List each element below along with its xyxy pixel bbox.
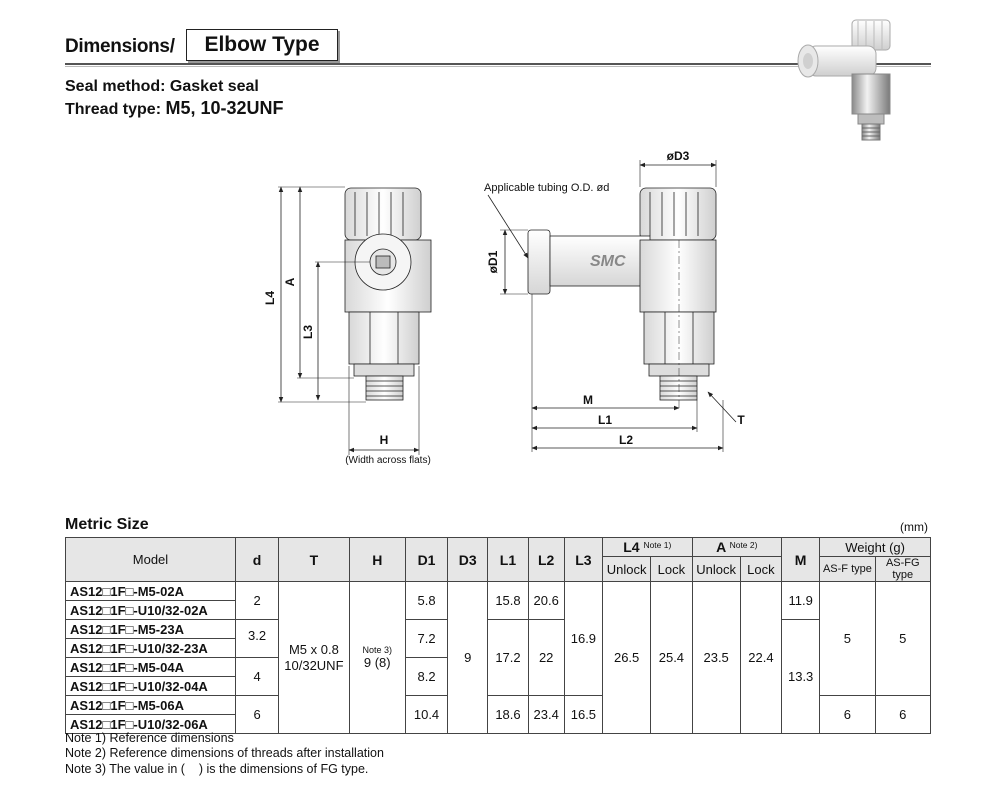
L4-unlock-cell: 26.5 xyxy=(601,581,652,734)
model-cell: AS12□1F□-U10/32-23A xyxy=(65,638,236,658)
label-tubing: Applicable tubing O.D. ød xyxy=(484,182,609,194)
M-cell: 13.3 xyxy=(781,619,821,734)
model-cell: AS12□1F□-M5-02A xyxy=(65,581,236,601)
model-cell: AS12□1F□-U10/32-02A xyxy=(65,600,236,620)
note-3: Note 3) The value in ( ) is the dimensio… xyxy=(65,762,369,776)
col-d: d xyxy=(234,537,280,582)
col-T: T xyxy=(278,537,350,582)
weight-asfg-cell: 5 xyxy=(874,581,932,696)
d-cell: 4 xyxy=(234,657,280,696)
dimension-drawing: SMC L4 A L3 H øD3 øD1 M L1 L2 T (Width a… xyxy=(263,149,745,466)
label-H: H xyxy=(380,433,389,447)
d-cell: 3.2 xyxy=(234,619,280,658)
col-A-unlock: Unlock xyxy=(691,556,741,582)
col-H: H xyxy=(348,537,406,582)
col-model: Model xyxy=(65,537,236,582)
A-lock-cell: 22.4 xyxy=(739,581,783,734)
col-A-label: A xyxy=(716,539,726,555)
col-L4-note: Note 1) xyxy=(643,540,672,550)
col-D1: D1 xyxy=(404,537,449,582)
header-row-1: Model d T H D1 D3 L1 L2 L3 L4 Note 1) A … xyxy=(65,537,931,582)
L3-cell: 16.5 xyxy=(563,695,604,734)
col-weight: Weight (g) xyxy=(819,537,931,557)
L2-cell: 22 xyxy=(527,619,565,696)
product-photo xyxy=(797,19,891,141)
label-D3: øD3 xyxy=(667,149,690,163)
d-cell: 6 xyxy=(234,695,280,734)
weight-asf-cell: 6 xyxy=(819,695,876,734)
col-weight-asf: AS-F type xyxy=(819,556,876,582)
label-L1: L1 xyxy=(598,413,612,427)
header-row-2: Unlock Lock Unlock Lock AS-F type AS-FG … xyxy=(66,556,932,582)
section-title: Dimensions/ xyxy=(65,36,175,57)
label-M: M xyxy=(583,393,593,407)
thread-type-value: M5, 10-32UNF xyxy=(165,98,284,118)
model-cell: AS12□1F□-M5-04A xyxy=(65,657,236,677)
unit-label: (mm) xyxy=(900,520,928,534)
table-row: AS12□1F□-M5-23A 3.2 7.2 17.2 22 13.3 xyxy=(65,619,931,734)
thread-type-text: Thread type: M5, 10-32UNF xyxy=(65,98,284,119)
col-L4-unlock: Unlock xyxy=(601,556,652,582)
M-cell: 11.9 xyxy=(781,581,821,620)
weight-asf-cell: 5 xyxy=(819,581,876,696)
weight-asfg-cell: 6 xyxy=(874,695,932,734)
label-T: T xyxy=(737,413,745,427)
col-weight-asfg: AS-FG type xyxy=(874,556,932,582)
D3-cell: 9 xyxy=(447,581,489,734)
L2-cell: 20.6 xyxy=(527,581,565,620)
table-title: Metric Size xyxy=(65,516,149,533)
label-D1: øD1 xyxy=(486,250,500,273)
H-value: 9 (8) xyxy=(363,655,391,670)
header-rule xyxy=(65,63,931,65)
metric-size-table: Model d T H D1 D3 L1 L2 L3 L4 Note 1) A … xyxy=(65,537,932,734)
model-cell: AS12□1F□-U10/32-06A xyxy=(65,714,236,734)
H-cell: Note 3)9 (8) xyxy=(348,581,406,734)
label-A: A xyxy=(283,277,297,286)
D1-cell: 5.8 xyxy=(404,581,449,620)
L4-lock-cell: 25.4 xyxy=(650,581,693,734)
label-L3: L3 xyxy=(301,325,315,339)
table-row: AS12□1F□-M5-04A 4 8.2 xyxy=(65,657,931,696)
col-L3: L3 xyxy=(563,537,604,582)
thread-type-prefix: Thread type: xyxy=(65,101,166,118)
col-L4: L4 Note 1) xyxy=(602,537,693,557)
L3-cell: 16.9 xyxy=(563,581,604,696)
D1-cell: 8.2 xyxy=(404,657,449,696)
d-cell: 2 xyxy=(234,581,280,620)
note-1: Note 1) Reference dimensions xyxy=(65,731,234,745)
col-L2: L2 xyxy=(527,537,565,582)
col-A-lock: Lock xyxy=(739,556,783,582)
col-L4-lock: Lock xyxy=(650,556,693,582)
brand-logo: SMC xyxy=(590,253,626,270)
label-L4: L4 xyxy=(263,291,277,305)
D1-cell: 7.2 xyxy=(404,619,449,658)
header-rule-thin xyxy=(65,66,931,67)
col-L1: L1 xyxy=(487,537,529,582)
model-cell: AS12□1F□-M5-23A xyxy=(65,619,236,639)
note-2: Note 2) Reference dimensions of threads … xyxy=(65,746,384,760)
L1-cell: 17.2 xyxy=(487,619,529,696)
L1-cell: 18.6 xyxy=(487,695,529,734)
model-cell: AS12□1F□-M5-06A xyxy=(65,695,236,715)
T-cell: M5 x 0.8 10/32UNF xyxy=(278,581,350,734)
col-M: M xyxy=(781,537,821,582)
D1-cell: 10.4 xyxy=(404,695,449,734)
type-label-box: Elbow Type xyxy=(186,29,338,61)
col-L4-label: L4 xyxy=(623,539,640,555)
label-L2: L2 xyxy=(619,433,633,447)
model-cell: AS12□1F□-U10/32-04A xyxy=(65,676,236,696)
H-note: Note 3) xyxy=(362,645,392,655)
table-row: AS12□1F□-M5-06A 6 10.4 18.6 23.4 16.5 6 … xyxy=(65,695,932,734)
A-unlock-cell: 23.5 xyxy=(691,581,741,734)
col-D3: D3 xyxy=(447,537,489,582)
table-row: AS12□1F□-M5-02A 2 M5 x 0.8 10/32UNF Note… xyxy=(65,581,932,734)
label-H-note: (Width across flats) xyxy=(345,455,431,466)
col-A-note: Note 2) xyxy=(729,540,758,550)
table-row: AS12□1F□-U10/32-02A xyxy=(65,600,931,620)
seal-method-text: Seal method: Gasket seal xyxy=(65,78,259,95)
table-row: AS12□1F□-U10/32-06A xyxy=(65,714,931,734)
col-A: A Note 2) xyxy=(691,537,783,557)
L2-cell: 23.4 xyxy=(527,695,565,734)
L1-cell: 15.8 xyxy=(487,581,529,620)
